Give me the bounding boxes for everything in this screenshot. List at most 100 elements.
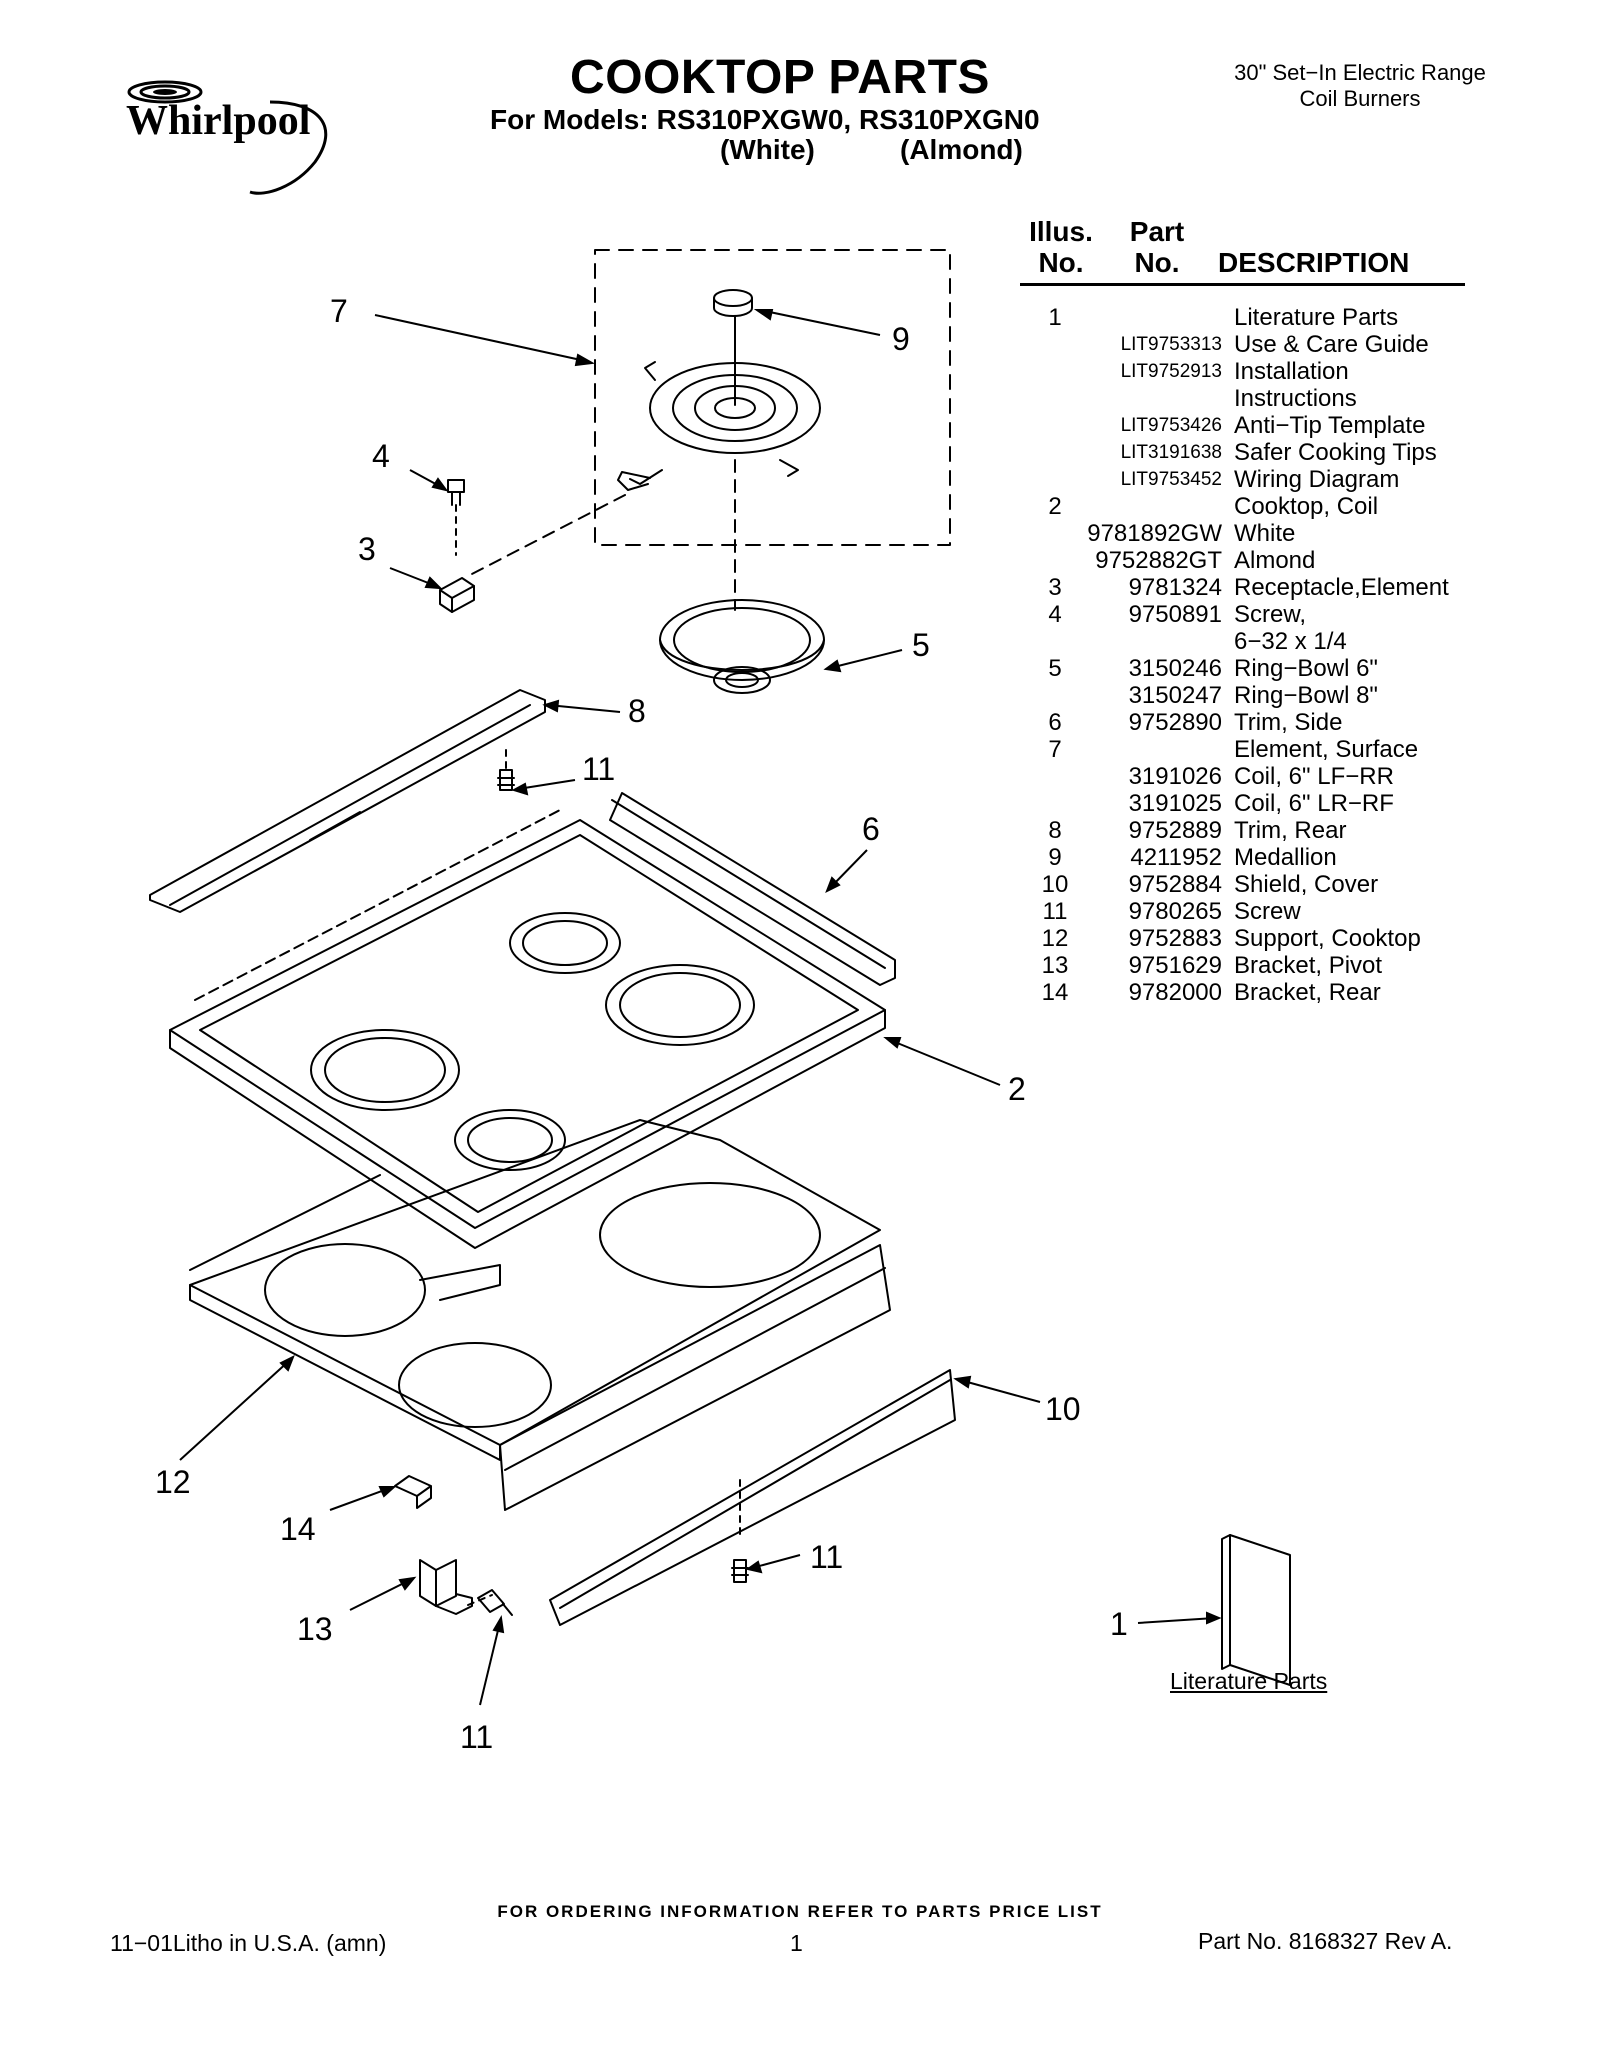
part-description: Trim, Rear: [1234, 817, 1347, 844]
illus-number: 10: [1041, 871, 1069, 898]
illus-number: 6: [1048, 709, 1062, 736]
header-illus-line2: No.: [1038, 247, 1084, 278]
header-illus-no: Illus. No.: [1020, 216, 1102, 278]
screw-part-11-left: [477, 1589, 513, 1616]
cover-shield-part: [549, 1369, 956, 1626]
cooktop-part: [169, 809, 886, 1249]
part-number: 9751629: [1128, 952, 1222, 979]
model-numbers: For Models:RS310PXGW0, RS310PXGN0: [490, 104, 1090, 136]
part-number: 9752890: [1128, 709, 1222, 736]
part-number: LIT9753452: [1120, 469, 1222, 490]
callout-1: 1: [1110, 1606, 1128, 1642]
illus-number: 2: [1048, 493, 1062, 520]
callout-11-right: 11: [810, 1539, 843, 1575]
color-almond: (Almond): [900, 134, 1023, 165]
part-number: 3191025: [1128, 790, 1222, 817]
illus-number: 8: [1048, 817, 1062, 844]
part-description: Bracket, Pivot: [1234, 952, 1383, 979]
header-part-no: Part No.: [1112, 216, 1202, 278]
callout-8: 8: [628, 693, 646, 729]
literature-booklet-part: [1221, 1534, 1291, 1686]
part-number: 9780265: [1128, 898, 1222, 925]
rear-trim-part: [149, 689, 546, 913]
litho-note: 11−01Litho in U.S.A. (amn): [110, 1930, 387, 1956]
part-description: Coil, 6" LR−RF: [1234, 790, 1394, 817]
part-description: Medallion: [1234, 844, 1337, 871]
illus-number: 5: [1048, 655, 1062, 682]
part-number: 9752889: [1128, 817, 1222, 844]
part-description: Cooktop, Coil: [1234, 493, 1379, 520]
part-description: White: [1234, 520, 1296, 547]
part-description: Ring−Bowl 8": [1234, 682, 1378, 709]
document-part-number: Part No. 8168327 Rev A.: [1198, 1928, 1453, 1954]
part-number: 9752882GT: [1095, 547, 1222, 574]
callout-10: 10: [1045, 1391, 1081, 1427]
illus-number: 4: [1048, 601, 1062, 628]
part-description: Instructions: [1234, 385, 1357, 412]
illus-number: 12: [1041, 925, 1069, 952]
part-number: 9752883: [1128, 925, 1222, 952]
part-number: 9782000: [1128, 979, 1222, 1006]
part-number: 3150247: [1128, 682, 1222, 709]
part-number: 3191026: [1128, 763, 1222, 790]
cooktop-support-part: [189, 1119, 891, 1511]
logo-wordmark: Whirlpool: [126, 98, 310, 144]
header-part-line2: No.: [1134, 247, 1180, 278]
part-number: LIT3191638: [1120, 442, 1222, 463]
part-number: LIT9752913: [1120, 361, 1222, 382]
side-trim-part: [609, 792, 896, 986]
callout-5: 5: [912, 627, 930, 663]
part-description: Bracket, Rear: [1234, 979, 1381, 1006]
part-number: LIT9753313: [1120, 334, 1222, 355]
illus-number: 3: [1048, 574, 1062, 601]
callout-9: 9: [892, 321, 910, 357]
part-description: Wiring Diagram: [1234, 466, 1400, 493]
part-description: Shield, Cover: [1234, 871, 1379, 898]
header-rule: [1020, 283, 1465, 286]
callout-2: 2: [1008, 1071, 1026, 1107]
product-description: 30" Set−In Electric Range Coil Burners: [1190, 60, 1530, 112]
header-part-line1: Part: [1129, 216, 1185, 247]
part-description: Receptacle,Element: [1234, 574, 1449, 601]
illus-number: 7: [1048, 736, 1062, 763]
part-description: Support, Cooktop: [1234, 925, 1421, 952]
callout-4: 4: [372, 438, 390, 474]
receptacle-part: [439, 577, 475, 613]
part-number: 9781324: [1128, 574, 1222, 601]
part-description: Element, Surface: [1234, 736, 1419, 763]
models-label: For Models:: [490, 104, 649, 135]
part-description: Almond: [1234, 547, 1316, 574]
element-group-box: [594, 249, 951, 546]
part-number: 9752884: [1128, 871, 1222, 898]
callout-11-bottom: 11: [460, 1719, 493, 1755]
illus-number: 9: [1048, 844, 1062, 871]
bracket-pivot-part: [419, 1559, 473, 1615]
part-description: 6−32 x 1/4: [1234, 628, 1347, 655]
header-illus-line1: Illus.: [1029, 216, 1093, 247]
model-colors: (White) (Almond): [720, 134, 1023, 166]
header-description: DESCRIPTION: [1218, 247, 1410, 278]
part-description: Screw,: [1234, 601, 1307, 628]
callout-13: 13: [297, 1611, 333, 1647]
part-number: LIT9753426: [1120, 415, 1222, 436]
callout-14: 14: [280, 1511, 316, 1547]
part-description: Safer Cooking Tips: [1234, 439, 1437, 466]
part-description: Ring−Bowl 6": [1234, 655, 1378, 682]
callout-12: 12: [155, 1464, 191, 1500]
surface-element-part: [617, 315, 821, 491]
part-description: Literature Parts: [1234, 304, 1399, 331]
callout-7: 7: [330, 293, 348, 329]
page-number: 1: [790, 1930, 803, 1956]
part-description: Installation: [1234, 358, 1349, 385]
part-description: Anti−Tip Template: [1234, 412, 1426, 439]
medallion-part: [713, 289, 753, 317]
part-description: Screw: [1234, 898, 1301, 925]
part-description: Coil, 6" LF−RR: [1234, 763, 1394, 790]
part-number: 3150246: [1128, 655, 1222, 682]
part-number: 9781892GW: [1087, 520, 1222, 547]
part-description: Use & Care Guide: [1234, 331, 1429, 358]
part-number: 9750891: [1128, 601, 1222, 628]
part-description: Trim, Side: [1234, 709, 1343, 736]
color-white: (White): [720, 134, 815, 165]
